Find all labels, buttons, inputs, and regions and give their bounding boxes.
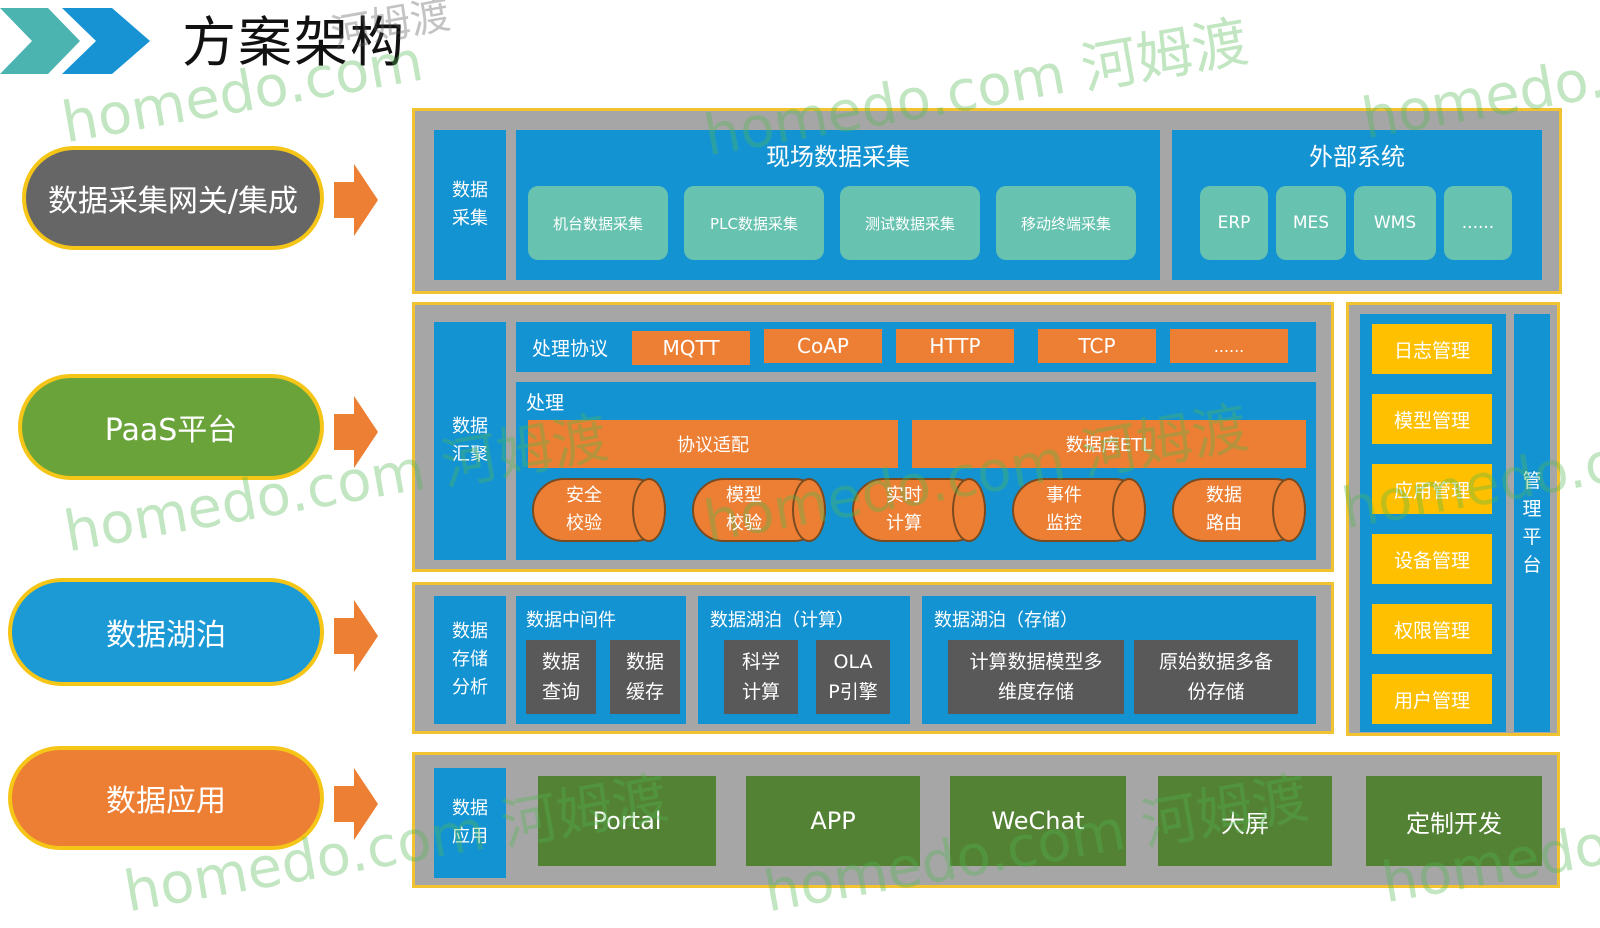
category-paas: PaaS平台 — [18, 374, 324, 480]
mgmt-item: 应用管理 — [1372, 464, 1492, 514]
external-systems-panel: 外部系统 ERP MES WMS ...... — [1172, 130, 1542, 280]
app-item: Portal — [538, 776, 716, 866]
mgmt-item: 日志管理 — [1372, 324, 1492, 374]
external-item: MES — [1276, 186, 1346, 260]
field-collection-panel: 现场数据采集 机台数据采集 PLC数据采集 测试数据采集 移动终端采集 — [516, 130, 1160, 280]
protocol-panel: 处理协议 MQTT CoAP HTTP TCP ...... — [516, 322, 1316, 372]
protocol-item: ...... — [1170, 329, 1288, 363]
middleware-item: 数据缓存 — [610, 640, 680, 714]
protocol-item: HTTP — [896, 329, 1014, 363]
protocol-item: CoAP — [764, 329, 882, 363]
management-list-panel — [1360, 314, 1506, 732]
field-item: PLC数据采集 — [684, 186, 824, 260]
category-lake: 数据湖泊 — [8, 578, 324, 686]
layer-storage-side-label: 数据存储分析 — [434, 596, 506, 724]
protocol-item: TCP — [1038, 329, 1156, 363]
category-apps: 数据应用 — [8, 746, 324, 850]
external-systems-title: 外部系统 — [1309, 142, 1405, 171]
layer-collection-side-label: 数据采集 — [434, 130, 506, 280]
middleware-panel: 数据中间件 数据查询 数据缓存 — [516, 596, 686, 724]
lake-compute-title: 数据湖泊（计算） — [710, 610, 854, 631]
chevron-right-icon — [0, 8, 150, 74]
external-item: ...... — [1444, 186, 1512, 260]
mgmt-item: 权限管理 — [1372, 604, 1492, 654]
header-chevrons — [0, 8, 160, 74]
mgmt-item: 用户管理 — [1372, 674, 1492, 724]
layer-applications-side-label: 数据应用 — [434, 768, 506, 878]
database-etl-box: 数据库ETL — [912, 420, 1306, 468]
app-item: 大屏 — [1158, 776, 1332, 866]
protocol-label: 处理协议 — [531, 337, 608, 360]
page-title: 方案架构 — [182, 11, 406, 74]
category-paas-label: PaaS平台 — [104, 413, 238, 448]
arrow-right-icon — [334, 768, 378, 840]
app-item: WeChat — [950, 776, 1126, 866]
mgmt-item: 设备管理 — [1372, 534, 1492, 584]
external-item: ERP — [1200, 186, 1268, 260]
middleware-item: 数据查询 — [526, 640, 596, 714]
external-item: WMS — [1354, 186, 1436, 260]
storage-item: 计算数据模型多维度存储 — [948, 640, 1124, 714]
field-item: 移动终端采集 — [996, 186, 1136, 260]
management-platform-title: 管理平台 — [1514, 314, 1550, 732]
storage-item: 原始数据多备份存储 — [1134, 640, 1298, 714]
category-gateway-label: 数据采集网关/集成 — [47, 184, 299, 219]
protocol-adapt-box: 协议适配 — [528, 420, 898, 468]
middleware-title: 数据中间件 — [526, 610, 616, 631]
cylinder-model-check: 模型校验 — [692, 478, 826, 542]
arrow-right-icon — [334, 164, 378, 236]
field-item: 测试数据采集 — [840, 186, 980, 260]
category-gateway: 数据采集网关/集成 — [22, 146, 324, 250]
processing-panel: 处理 协议适配 数据库ETL 安全校验 模型校验 实时计算 事件监控 数据路由 — [516, 382, 1316, 560]
app-item: 定制开发 — [1366, 776, 1542, 866]
app-item: APP — [746, 776, 920, 866]
category-lake-label: 数据湖泊 — [106, 618, 226, 653]
arrow-right-icon — [334, 396, 378, 468]
lake-storage-panel: 数据湖泊（存储） 计算数据模型多维度存储 原始数据多备份存储 — [922, 596, 1316, 724]
cylinder-event-monitor: 事件监控 — [1012, 478, 1146, 542]
layer-aggregation-side-label: 数据汇聚 — [434, 322, 506, 560]
arrow-right-icon — [334, 600, 378, 672]
field-item: 机台数据采集 — [528, 186, 668, 260]
processing-label: 处理 — [526, 392, 565, 414]
protocol-item: MQTT — [632, 331, 750, 365]
cylinder-security-check: 安全校验 — [532, 478, 666, 542]
cylinder-data-routing: 数据路由 — [1172, 478, 1306, 542]
mgmt-item: 模型管理 — [1372, 394, 1492, 444]
category-apps-label: 数据应用 — [106, 784, 226, 819]
compute-item: 科学计算 — [724, 640, 798, 714]
lake-storage-title: 数据湖泊（存储） — [934, 610, 1078, 631]
cylinder-realtime-compute: 实时计算 — [852, 478, 986, 542]
field-collection-title: 现场数据采集 — [766, 142, 910, 171]
